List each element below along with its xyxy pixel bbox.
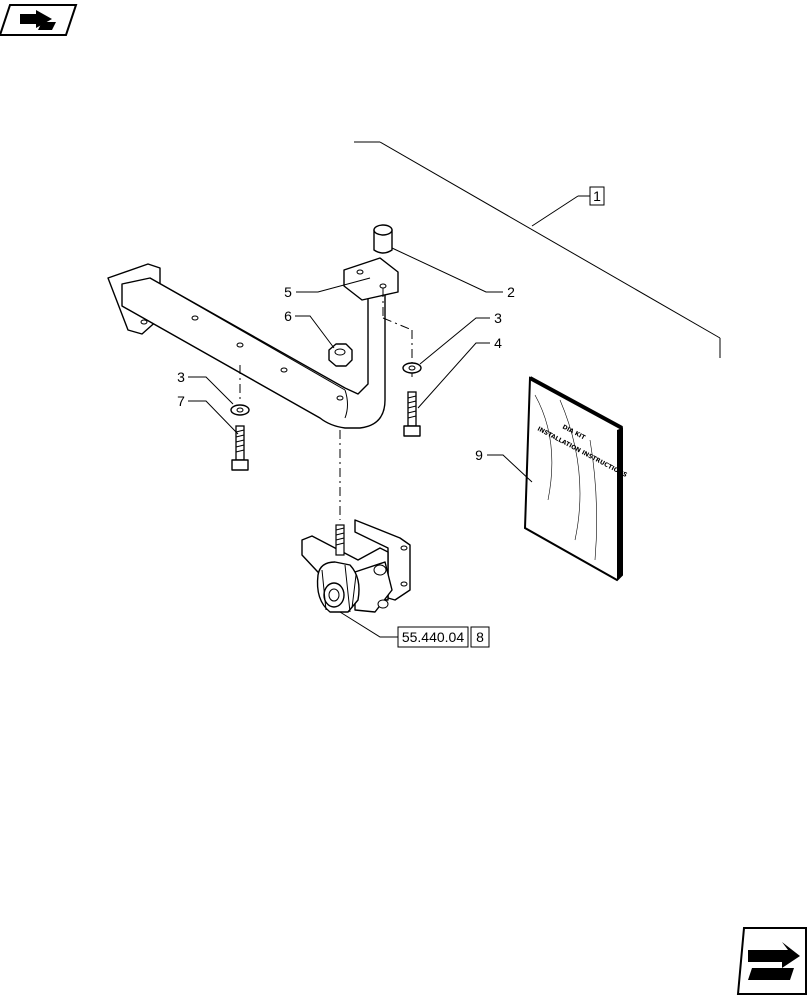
next-page-arrow-icon[interactable]	[736, 927, 807, 995]
previous-page-arrow-icon[interactable]	[0, 4, 78, 36]
washer-left	[230, 404, 250, 416]
callout-washer-left[interactable]: 3	[177, 369, 185, 385]
callout-kit[interactable]: 1	[589, 186, 605, 206]
callout-washer-right[interactable]: 3	[494, 310, 502, 326]
bolt-right	[403, 391, 421, 437]
spacer-tube	[373, 224, 393, 254]
valve-assembly	[301, 519, 411, 613]
callout-manual[interactable]: 9	[475, 447, 483, 463]
callout-leaders	[188, 247, 533, 638]
mounting-bracket	[107, 257, 399, 429]
installation-manual: DIA KIT INSTALLATION INSTRUCTIONS	[523, 376, 628, 582]
callout-nut[interactable]: 6	[284, 308, 292, 324]
reference-item: 8	[476, 629, 484, 645]
callout-kit-label: 1	[593, 188, 601, 204]
kit-leader	[354, 141, 721, 358]
reference-section: 55.440.04	[402, 629, 464, 645]
section-reference-link[interactable]: 55.440.04 8	[397, 626, 490, 648]
hex-nut	[328, 343, 353, 367]
callout-bolt-left[interactable]: 7	[177, 393, 185, 409]
washer-right	[402, 362, 422, 374]
callout-bracket[interactable]: 5	[284, 284, 292, 300]
centerline	[382, 317, 413, 331]
callout-bracket-pad[interactable]: 2	[507, 284, 515, 300]
bolt-left	[231, 425, 249, 471]
callout-bolt-right[interactable]: 4	[494, 335, 502, 351]
